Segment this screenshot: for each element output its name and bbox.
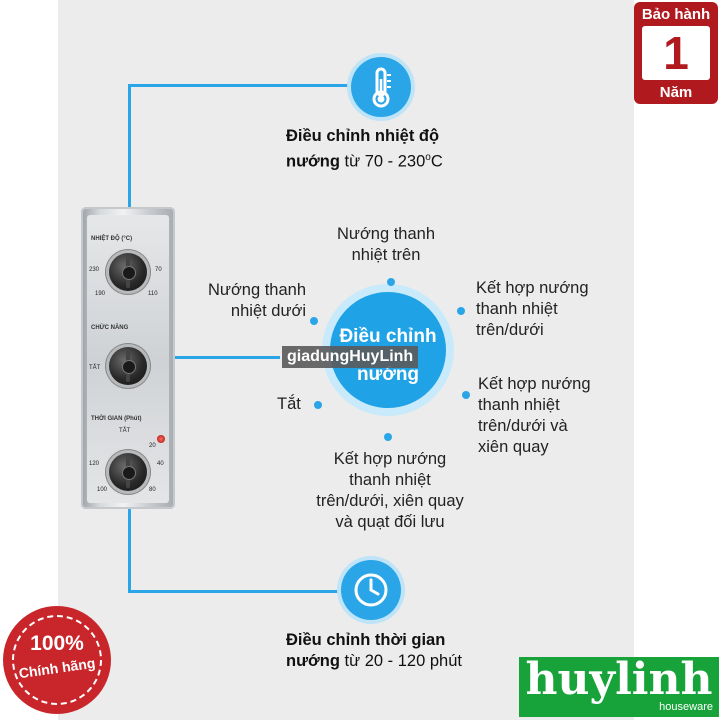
timer-line2-bold: nướng xyxy=(286,652,340,670)
option-heaters-rotisserie: Kết hợp nướng thanh nhiệt trên/dưới và x… xyxy=(478,374,618,458)
option-text: xiên quay xyxy=(478,438,549,456)
center-line2: nướng xyxy=(356,364,420,385)
function-tick: TẮT xyxy=(89,365,101,371)
option-text: nhiệt trên xyxy=(351,246,421,264)
warranty-top-text: Bảo hành xyxy=(641,6,711,23)
timer-tick: 40 xyxy=(157,461,164,467)
temperature-title: Điều chỉnh nhiệt độ xyxy=(286,127,440,145)
timer-tick: 80 xyxy=(149,487,156,493)
timer-connector-vertical xyxy=(128,482,131,592)
timer-tick: 20 xyxy=(149,443,156,449)
temperature-range: từ 70 - 230 xyxy=(339,152,426,171)
option-dot-bottom xyxy=(384,433,392,441)
option-text: Nướng thanh xyxy=(207,281,306,299)
temperature-degree: o xyxy=(425,152,431,163)
brand-name: huylinh xyxy=(525,654,713,705)
timer-knob[interactable] xyxy=(109,453,147,491)
oven-control-panel: NHIỆT ĐỘ (°C) 230 70 190 110 CHỨC NĂNG T… xyxy=(81,207,175,509)
function-knob-label: CHỨC NĂNG xyxy=(91,325,129,331)
option-dot-upper-right xyxy=(457,307,465,315)
warranty-bottom-text: Năm xyxy=(659,84,693,101)
option-text: Nướng thanh xyxy=(336,225,435,243)
indicator-lamp xyxy=(157,435,165,443)
function-knob[interactable] xyxy=(109,347,147,385)
option-bottom-heater: Nướng thanh nhiệt dưới xyxy=(186,280,306,322)
temp-tick: 190 xyxy=(95,291,106,297)
timer-knob-label: THỜI GIAN (Phút) xyxy=(91,416,142,422)
option-text: Kết hợp nướng xyxy=(333,450,447,468)
knob-cap xyxy=(122,360,136,374)
warranty-number: 1 xyxy=(642,26,710,80)
temperature-unit: C xyxy=(430,152,443,171)
oven-control-plate: NHIỆT ĐỘ (°C) 230 70 190 110 CHỨC NĂNG T… xyxy=(87,215,169,503)
temp-tick: 70 xyxy=(155,267,162,273)
warranty-badge: Bảo hành 1 Năm xyxy=(634,2,718,104)
option-off: Tắt xyxy=(277,395,301,413)
option-text: thanh nhiệt xyxy=(349,471,431,489)
stamp-ring xyxy=(12,615,102,705)
timer-title: Điều chỉnh thời gian xyxy=(286,631,446,649)
authentic-stamp: 100% Chính hãng xyxy=(3,606,111,714)
center-title: Điều chỉnh nướng xyxy=(330,326,446,386)
option-top-bottom-heaters: Kết hợp nướng thanh nhiệt trên/dưới xyxy=(476,278,616,341)
center-line1: Điều chỉnh xyxy=(339,326,437,347)
option-text: trên/dưới xyxy=(476,321,544,339)
timer-tick: TẮT xyxy=(119,428,131,434)
temp-tick: 110 xyxy=(148,291,158,297)
option-text: và quạt đối lưu xyxy=(335,513,445,531)
function-connector xyxy=(130,356,280,359)
timer-heading: Điều chỉnh thời gian nướng từ 20 - 120 p… xyxy=(286,630,462,672)
temperature-line2-bold: nướng xyxy=(286,152,340,171)
thermometer-icon xyxy=(351,57,411,117)
timer-tick: 100 xyxy=(97,487,108,493)
temp-knob-label: NHIỆT ĐỘ (°C) xyxy=(91,236,133,242)
brand-sub: houseware xyxy=(659,701,713,713)
temp-tick: 230 xyxy=(89,267,100,273)
option-text: Kết hợp nướng xyxy=(476,279,589,297)
timer-tick: 120 xyxy=(89,461,100,467)
option-text: nhiệt dưới xyxy=(230,302,306,320)
knob-cap xyxy=(122,266,136,280)
temperature-heading: Điều chỉnh nhiệt độ nướng từ 70 - 230oC xyxy=(286,126,443,173)
option-dot-top xyxy=(387,278,395,286)
temp-connector-horizontal xyxy=(128,84,350,87)
option-text: trên/dưới và xyxy=(478,417,568,435)
brand-logo: huylinh houseware xyxy=(519,654,719,717)
option-text: Kết hợp nướng xyxy=(478,375,591,393)
option-heaters-rotisserie-fan: Kết hợp nướng thanh nhiệt trên/dưới, xiê… xyxy=(290,449,490,533)
option-dot-lower-right xyxy=(462,391,470,399)
watermark: giadungHuyLinh xyxy=(282,346,419,368)
stamp-percent: 100% xyxy=(30,632,84,655)
option-dot-upper-left xyxy=(310,317,318,325)
temperature-knob[interactable] xyxy=(109,253,147,291)
option-text: thanh nhiệt xyxy=(476,300,558,318)
temp-connector-vertical xyxy=(128,84,131,274)
option-text: trên/dưới, xiên quay xyxy=(316,492,464,510)
option-text: thanh nhiệt xyxy=(478,396,560,414)
timer-range: từ 20 - 120 phút xyxy=(339,652,462,670)
option-top-heater: Nướng thanh nhiệt trên xyxy=(326,224,446,266)
option-dot-left xyxy=(314,401,322,409)
knob-cap xyxy=(122,466,136,480)
timer-connector-horizontal xyxy=(128,590,348,593)
clock-icon xyxy=(341,560,401,620)
